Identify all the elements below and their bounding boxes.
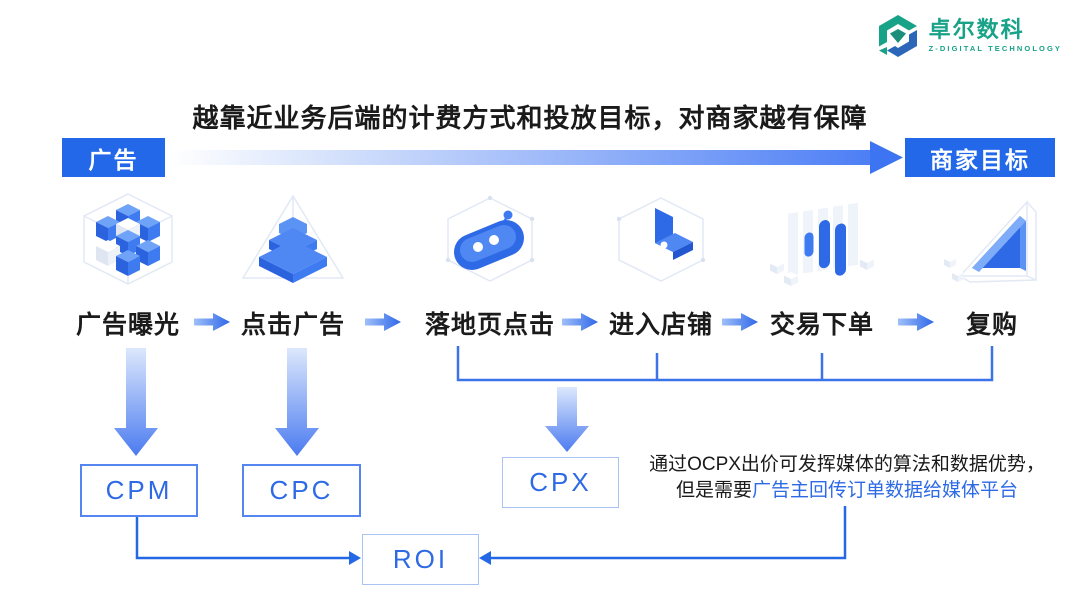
trend-prism-icon [932,188,1052,294]
step-label-ad-click: 点击广告 [240,311,346,339]
merchant-goal-box: 商家目标 [905,138,1055,177]
ocpx-note-line2: 但是需要广告主回传订单数据给媒体平台 [675,480,1019,501]
step-arrow-icon [561,312,599,337]
step-label-place-order: 交易下单 [769,311,875,339]
cpm-box: CPM [80,464,198,517]
step-arrow-icon [721,312,759,337]
ocpx-note-line1: 通过OCPX出价可发挥媒体的算法和数据优势， [649,454,1045,475]
step-label-landing-click: 落地页点击 [424,311,556,339]
step-arrow-icon [897,312,935,337]
cpm-to-roi-connector [135,513,361,565]
ocpx-note: 通过OCPX出价可发挥媒体的算法和数据优势， 但是需要广告主回传订单数据给媒体平… [647,452,1047,504]
step-label-enter-store: 进入店铺 [608,311,714,339]
roi-box: ROI [362,534,479,585]
l-panel-icon [601,188,721,294]
cpx-box: CPX [502,457,619,508]
ad-start-box: 广告 [62,138,165,177]
step-pyramid-icon [233,188,353,294]
company-logo: 卓尔数科 Z-DIGITAL TECHNOLOGY [876,13,1062,59]
logo-subtitle: Z-DIGITAL TECHNOLOGY [928,44,1062,54]
note-to-roi-connector [479,506,847,565]
down-arrow-cpc [275,348,319,456]
ocpx-note-highlight: 广告主回传订单数据给媒体平台 [752,480,1019,501]
group-bracket [456,346,994,382]
logo-mark-icon [878,15,917,57]
step-arrow-icon [193,312,231,337]
step-label-ad-exposure: 广告曝光 [75,311,181,339]
bar-chart-icon [762,188,882,294]
down-arrow-cpm [114,348,158,456]
diagram-title: 越靠近业务后端的计费方式和投放目标，对商家越有保障 [192,103,868,133]
robot-icon [430,188,550,294]
down-arrow-cpx [545,387,589,452]
logo-name: 卓尔数科 [928,17,1025,43]
step-arrow-icon [364,312,402,337]
step-label-repurchase: 复购 [965,311,1019,339]
voxel-cluster-icon [68,188,188,294]
cpc-box: CPC [242,464,361,517]
top-flow-arrow [170,141,903,174]
